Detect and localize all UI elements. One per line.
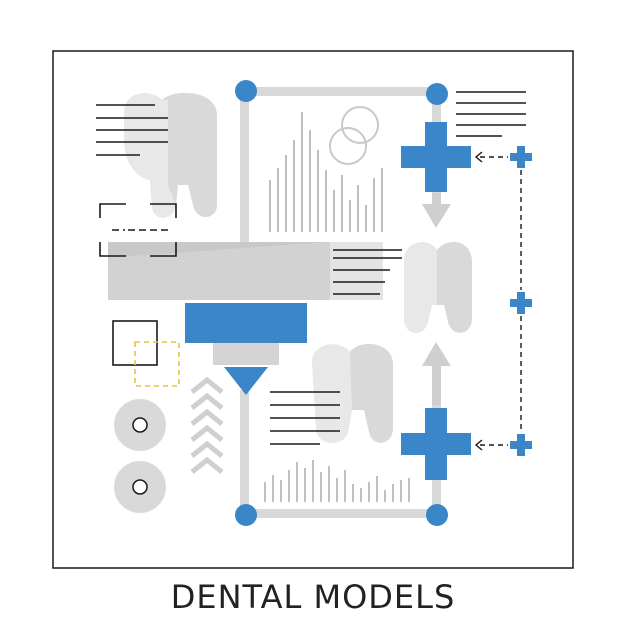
- arrow-icon: [422, 342, 451, 405]
- printer-text-lines: [333, 249, 402, 295]
- 3d-printer-icon: [108, 242, 383, 395]
- tooth-text-lines: [96, 104, 168, 156]
- bar-lines-bottom: [264, 460, 410, 502]
- top-right-text-lines: [456, 91, 526, 137]
- arrow-icon: [474, 151, 483, 451]
- dashed-square: [134, 341, 180, 387]
- dashed-connectors: [480, 156, 522, 446]
- tooth-icon: [124, 92, 217, 218]
- tooth-icon: [404, 241, 472, 333]
- scan-bracket-icon: [99, 203, 177, 257]
- chevron-up-icon: [190, 376, 224, 474]
- bar-lines-top: [269, 112, 383, 232]
- page-title: DENTAL MODELS: [170, 578, 456, 616]
- medical-cross-icon: [401, 408, 471, 480]
- small-plus-icons: [510, 146, 532, 456]
- gantry-corner-dots: [235, 80, 448, 526]
- disc-icon: [114, 399, 166, 451]
- frame-border: [52, 50, 574, 569]
- disc-icon: [114, 461, 166, 513]
- arrow-icon: [422, 193, 451, 228]
- bottom-text-lines: [270, 391, 340, 445]
- overlapping-circles: [329, 106, 379, 165]
- medical-cross-icon: [401, 122, 471, 192]
- tooth-icon: [312, 343, 393, 443]
